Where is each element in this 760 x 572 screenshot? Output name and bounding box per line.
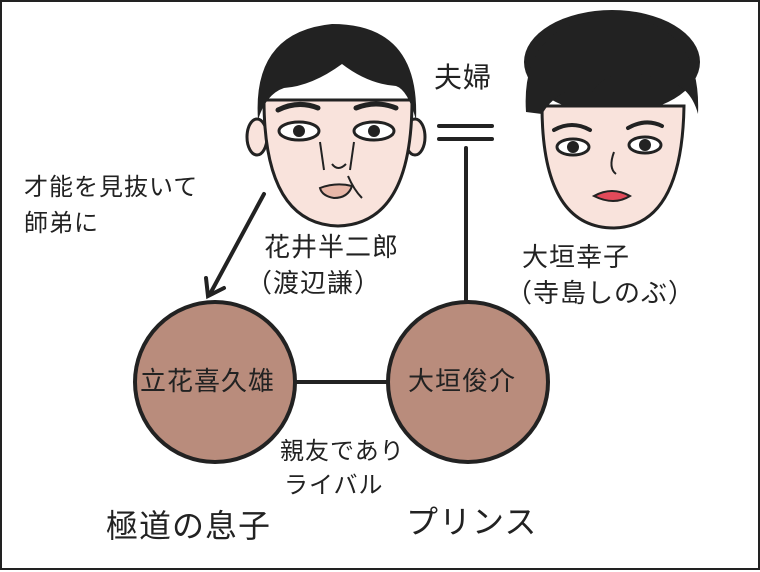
couple-label: 夫婦 <box>434 61 493 94</box>
sachiko-actor: （寺島しのぶ） <box>506 279 696 309</box>
shunsuke-caption: プリンス <box>406 503 538 541</box>
mentor-arrow-shaft <box>208 192 266 296</box>
kikuo-circle <box>133 300 297 464</box>
hanai-portrait <box>245 24 427 228</box>
hanai-actor: （渡辺謙） <box>246 269 382 299</box>
friends-label-line2: ライバル <box>284 471 384 499</box>
mentor-label-line1: 才能を見抜いて <box>24 173 199 201</box>
sachiko-name: 大垣幸子 <box>522 243 631 273</box>
connectors <box>204 124 494 384</box>
mentor-arrow-head <box>204 276 226 300</box>
kikuo-caption: 極道の息子 <box>106 507 272 545</box>
mentor-label-line2: 師弟に <box>24 209 99 237</box>
hanai-name: 花井半二郎 <box>264 233 400 263</box>
friends-label-line1: 親友であり <box>280 437 405 465</box>
kikuo-name: 立花喜久雄 <box>140 367 276 397</box>
sachiko-portrait <box>524 10 700 230</box>
shunsuke-name: 大垣俊介 <box>408 367 517 397</box>
shunsuke-circle <box>386 300 550 464</box>
